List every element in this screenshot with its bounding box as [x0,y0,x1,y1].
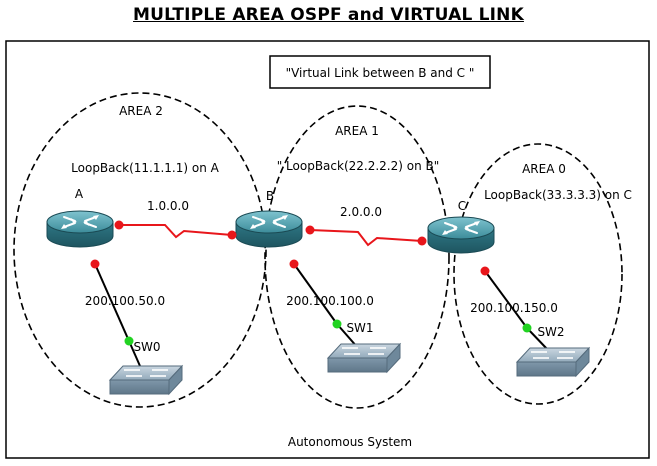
router-b[interactable] [235,210,303,248]
autonomous-system-frame [5,40,650,459]
switch-sw1-label: SW1 [346,321,373,335]
interface-dot-b-serial-right [305,225,315,235]
ethernet-link-sw2-tail [526,327,549,351]
interface-dot-a-ethernet [90,259,100,269]
autonomous-system-label: Autonomous System [288,435,412,449]
router-b-label: B [266,189,274,203]
loopback-b-label: " LoopBack(22.2.2.2) on B" [277,159,440,173]
virtual-link-note-box [269,55,491,89]
area-2-label: AREA 2 [119,104,163,118]
ethernet-link-b-sw1 [293,263,338,325]
area-1-label: AREA 1 [335,124,379,138]
area-1-boundary [264,105,450,409]
switch-sw1[interactable] [327,343,401,373]
interface-dot-sw2 [522,323,532,333]
area-2-boundary [13,92,267,408]
router-a[interactable] [46,210,114,248]
ethernet-link-sw0-tail [128,340,141,367]
switch-sw0[interactable] [109,365,183,395]
interface-dot-sw1 [332,319,342,329]
link-label-c-sw2: 200.100.150.0 [470,301,558,315]
switch-sw2-label: SW2 [537,325,564,339]
link-label-b-sw1: 200.100.100.0 [286,294,374,308]
switch-sw2[interactable] [516,347,590,377]
area-0-label: AREA 0 [522,162,566,176]
ethernet-link-a-sw0 [94,263,130,342]
diagram-title: MULTIPLE AREA OSPF and VIRTUAL LINK [133,5,524,25]
ethernet-link-c-sw2 [484,270,528,329]
link-label-a-b: 1.0.0.0 [147,199,189,213]
switch-sw0-label: SW0 [133,340,160,354]
interface-dot-c-serial [417,236,427,246]
router-c-label: C [458,199,466,213]
interface-dot-b-ethernet [289,259,299,269]
interface-dot-c-ethernet [480,266,490,276]
loopback-c-label: LoopBack(33.3.3.3) on C [484,188,632,202]
router-c[interactable] [427,216,495,254]
link-label-a-sw0: 200.100.50.0 [85,294,165,308]
router-a-label: A [75,187,84,201]
link-label-b-c: 2.0.0.0 [340,205,382,219]
area-0-boundary [453,143,623,405]
virtual-link-note: "Virtual Link between B and C " [286,66,475,80]
serial-link-a-b [119,224,233,239]
serial-link-b-c [309,229,423,247]
interface-dot-a-serial [114,220,124,230]
interface-dot-b-serial-left [227,230,237,240]
loopback-a-label: LoopBack(11.1.1.1) on A [71,161,219,175]
interface-dot-sw0 [124,336,134,346]
